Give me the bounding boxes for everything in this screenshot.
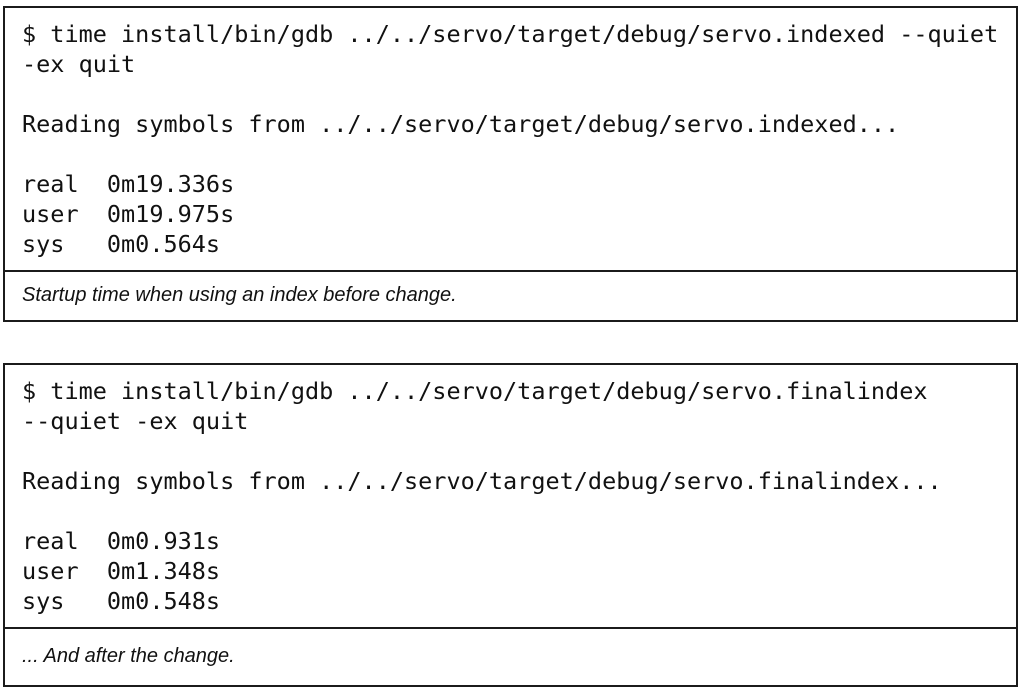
terminal-output-after: $ time install/bin/gdb ../../servo/targe…	[22, 377, 942, 615]
figure-caption-after: ... And after the change.	[22, 645, 235, 667]
terminal-output-before: $ time install/bin/gdb ../../servo/targe…	[22, 20, 999, 258]
caption-divider	[5, 627, 1016, 629]
caption-divider	[5, 270, 1016, 272]
figure-caption-before: Startup time when using an index before …	[22, 284, 457, 306]
figure-startup-after: $ time install/bin/gdb ../../servo/targe…	[3, 363, 1018, 687]
figure-startup-before: $ time install/bin/gdb ../../servo/targe…	[3, 6, 1018, 322]
